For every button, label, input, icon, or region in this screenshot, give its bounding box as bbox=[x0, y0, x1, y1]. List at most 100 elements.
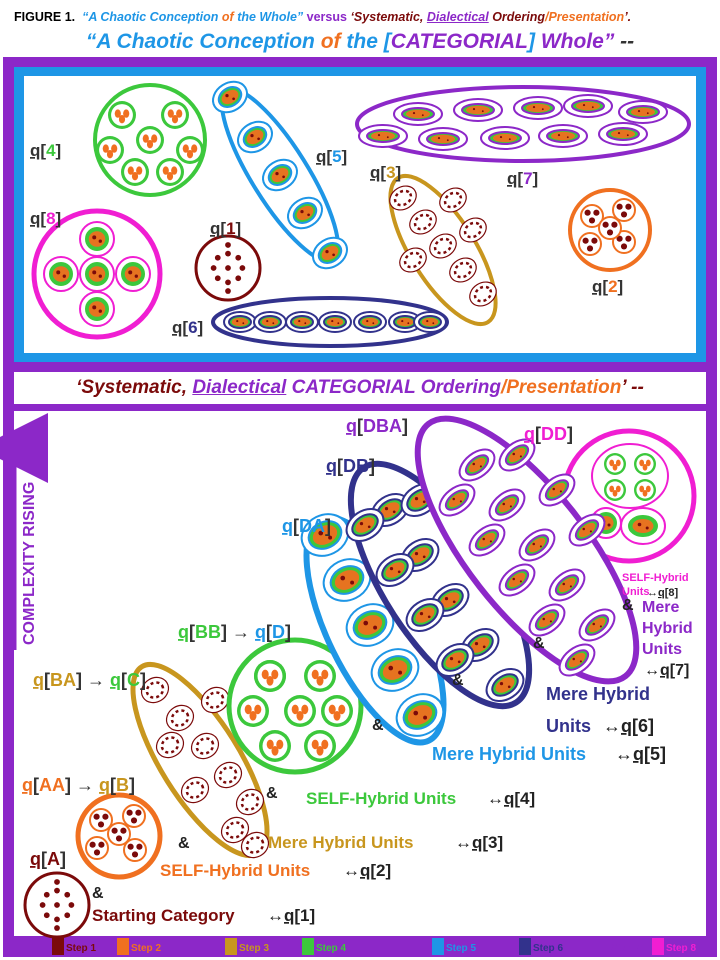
heading-chaotic: “A Chaotic Conception of the [CATEGORIAL… bbox=[0, 30, 720, 54]
qDB-subunit-dot bbox=[507, 685, 511, 689]
q4-unit-seed bbox=[114, 109, 121, 118]
q4-unit-seed bbox=[106, 150, 114, 159]
qDA-subunit-dot bbox=[423, 715, 428, 720]
qDBA-subunit-core bbox=[528, 537, 546, 553]
qDD-subunit-core bbox=[632, 519, 654, 533]
q8-subunit-dot bbox=[98, 239, 102, 243]
q6-subunit-core bbox=[326, 317, 344, 327]
qDBA-subunit-core bbox=[588, 617, 606, 633]
qD-unit-seed bbox=[301, 704, 309, 715]
qDBA-subunit-dot bbox=[549, 620, 552, 623]
q7-subunit-core bbox=[551, 131, 575, 141]
q6-subunit-core bbox=[231, 317, 249, 327]
q8-subunit-dot bbox=[62, 274, 66, 278]
q7-subunit-dot bbox=[582, 104, 586, 107]
q5-subunit-core bbox=[221, 89, 239, 105]
qDBA-subunit-dot bbox=[512, 452, 516, 456]
q7-subunit-dot bbox=[386, 136, 389, 139]
q6-subunit-dot bbox=[426, 320, 429, 323]
q8-subunit-core bbox=[88, 231, 106, 247]
description-8-q: ↔q[8] bbox=[647, 587, 679, 599]
qDA-subunit-dot bbox=[318, 530, 324, 536]
qDBA-subunit-dot bbox=[452, 497, 456, 501]
description-7-line-3: Units bbox=[642, 641, 682, 658]
q6-subunit-dot bbox=[432, 322, 435, 325]
qDB-subunit-dot bbox=[422, 500, 426, 504]
q5-subunit-dot bbox=[250, 134, 254, 138]
q2-unit-dot bbox=[602, 221, 609, 228]
qB-unit-dot bbox=[127, 843, 134, 850]
ampersand-6: & bbox=[533, 635, 545, 652]
ampersand-7: & bbox=[622, 597, 634, 614]
q4-unit-seed bbox=[176, 109, 183, 118]
axis-label: COMPLEXITY RISING bbox=[21, 482, 38, 645]
qB-unit-dot bbox=[126, 809, 133, 816]
qB-unit bbox=[122, 804, 146, 828]
description-8-line-2: Units bbox=[622, 586, 650, 598]
qC-unit-inner bbox=[185, 781, 205, 799]
qDBA-subunit-core bbox=[508, 447, 526, 463]
qB-unit-dot bbox=[111, 827, 118, 834]
q5-subunit-dot bbox=[307, 213, 310, 217]
description-5-q: ↔q[5] bbox=[615, 744, 666, 764]
qDBA-subunit-core bbox=[478, 532, 496, 548]
qDBA-subunit-dot bbox=[539, 545, 542, 548]
q4-unit-seed bbox=[131, 172, 139, 181]
q8-subunit-dot bbox=[92, 235, 97, 240]
q1-circle-dot bbox=[210, 265, 217, 271]
qDB-subunit-dot bbox=[449, 657, 454, 661]
label-q5: q[5] bbox=[316, 147, 347, 166]
legend-label-5: Step 5 bbox=[446, 943, 476, 954]
heading-top-b: of bbox=[320, 30, 341, 53]
description-2-line-1: SELF-Hybrid Units bbox=[160, 861, 310, 880]
qB-unit-dot bbox=[102, 813, 109, 820]
legend-label-2: Step 2 bbox=[131, 943, 161, 954]
heading-top-a: “A Chaotic Conception bbox=[85, 30, 321, 53]
heading-mid-b: Dialectical bbox=[192, 377, 287, 398]
heading-mid-f: ’ -- bbox=[621, 377, 644, 398]
q3-unit-inner bbox=[393, 189, 413, 207]
qC-unit bbox=[180, 776, 210, 804]
qDB-subunit-core bbox=[380, 502, 400, 518]
qB-unit-dot bbox=[135, 809, 142, 816]
q4-unit-seed bbox=[146, 140, 154, 149]
q7-subunit-dot bbox=[626, 134, 629, 137]
q8-subunit-dot bbox=[128, 270, 133, 275]
label-q3: q[3] bbox=[370, 163, 401, 182]
qDB-subunit-dot bbox=[444, 597, 449, 601]
q7-subunit-dot bbox=[591, 106, 594, 109]
q2-unit-dot bbox=[584, 209, 591, 216]
q5-subunit-core bbox=[296, 205, 314, 221]
qDB-subunit-core bbox=[355, 517, 375, 533]
qB-unit-dot bbox=[93, 813, 100, 820]
qDD-subunit-seed bbox=[612, 490, 618, 497]
heading-top-c: the bbox=[340, 30, 384, 53]
ampersand-3: & bbox=[266, 785, 278, 802]
qC-unit-inner bbox=[218, 766, 238, 784]
qDB-subunit-dot bbox=[427, 615, 431, 619]
qA-circle-dot bbox=[64, 891, 71, 898]
caption-part2e: Presentation bbox=[548, 10, 625, 24]
qDA-subunit-dot bbox=[340, 575, 346, 581]
q4-unit-seed bbox=[123, 109, 130, 118]
qC-unit-inner bbox=[240, 793, 260, 811]
q6-subunit-dot bbox=[266, 320, 269, 323]
q4-unit-seed bbox=[102, 144, 109, 153]
step-label-4: q[BB] → q[D] bbox=[178, 622, 291, 642]
heading-top-g: Whole” bbox=[535, 30, 615, 53]
qB-unit-dot bbox=[89, 841, 96, 848]
legend-label-6: Step 6 bbox=[533, 943, 563, 954]
qD-unit-seed bbox=[338, 704, 346, 715]
qD-unit-seed bbox=[316, 676, 324, 686]
qB-unit-dot bbox=[97, 821, 105, 828]
q1-circle-dot bbox=[235, 275, 242, 282]
qB-unit-dot bbox=[115, 835, 123, 842]
q7-subunit-core bbox=[611, 129, 635, 139]
qC-unit-inner bbox=[205, 691, 225, 709]
q4-unit-seed bbox=[171, 166, 178, 175]
q8-subunit-core bbox=[52, 266, 70, 282]
ampersand-5: & bbox=[452, 672, 464, 689]
heading-top-d: [ bbox=[383, 30, 391, 53]
q3-unit bbox=[439, 187, 467, 213]
qDD-subunit-dot bbox=[637, 522, 642, 527]
